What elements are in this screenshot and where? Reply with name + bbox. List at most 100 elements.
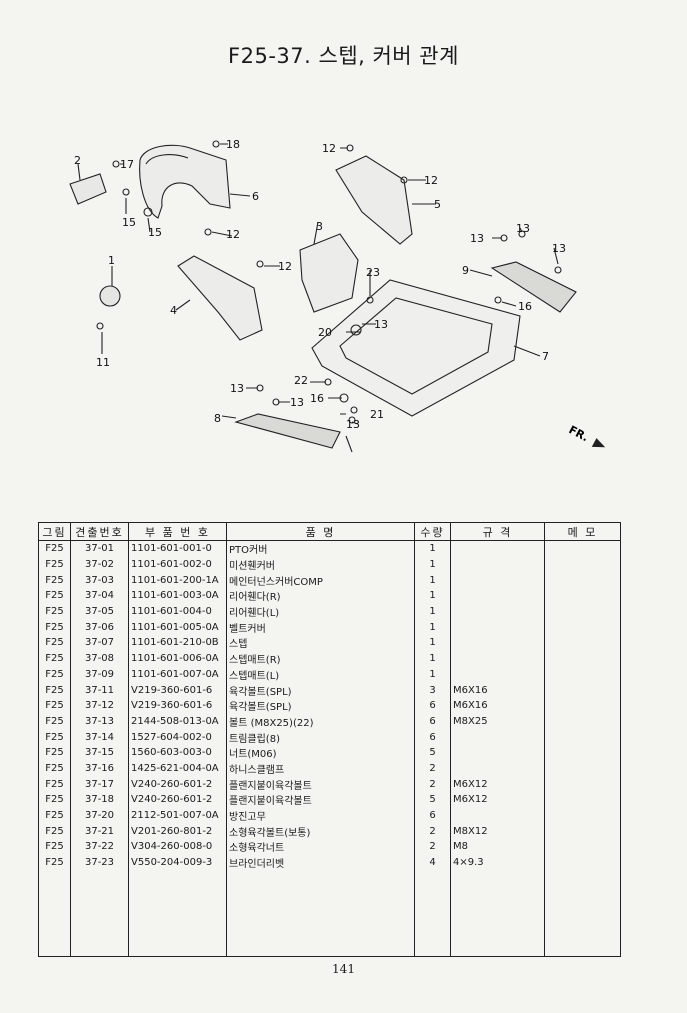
callout-9: 9 [462,264,469,277]
cell-qty: 1 [414,635,451,651]
cell-part: 2112-501-007-0A [128,807,227,824]
callout-8: 8 [214,412,221,425]
cell-qty: 6 [414,729,451,745]
cell-fig: F25 [38,807,71,824]
knob-part [99,285,121,307]
callout-14: 13 [470,232,484,245]
cell-name: 소형육각너트 [226,839,415,855]
step-mat-r-part [490,261,577,313]
cell-num: 37-02 [70,556,129,573]
cell-part: 1101-601-003-0A [128,588,227,604]
cell-spec [450,666,545,683]
rear-fender-l-part [335,155,413,245]
cell-part: 1101-601-006-0A [128,650,227,667]
cell-qty: 1 [414,666,451,683]
cell-name: 플랜지붙이육각볼트 [226,792,415,808]
cell-num: 37-07 [70,635,129,651]
cell-fig: F25 [38,792,71,808]
cell-memo [544,588,621,604]
cell-qty: 4 [414,854,451,871]
cell-part: 1527-604-002-0 [128,729,227,745]
cell-fig: F25 [38,540,71,557]
table-header-row: 그림 견출번호 부 품 번 호 품 명 수량 규 격 메 모 [38,522,621,541]
cell-fig: F25 [38,650,71,667]
direction-arrow-icon [591,438,606,448]
cell-memo [544,854,621,871]
cell-spec: M6X16 [450,697,545,714]
cell-num: 37-20 [70,807,129,824]
callout-12d: 12 [424,174,438,187]
cell-name: 미션휀커버 [226,556,415,573]
cell-spec [450,760,545,777]
cell-num: 37-11 [70,682,129,698]
cell-spec: 4×9.3 [450,854,545,871]
callout-18: 18 [226,138,240,151]
cell-spec [450,556,545,573]
callout-12: 12 [226,228,240,241]
cell-fig: F25 [38,713,71,730]
cell-num: 37-12 [70,697,129,714]
callout-14c: 13 [552,242,566,255]
cell-memo [544,572,621,589]
cell-qty: 5 [414,744,451,761]
callout-14d: 13 [346,418,360,431]
step-part [311,279,521,417]
cell-spec: M8X25 [450,713,545,730]
cell-num: 37-17 [70,776,129,792]
callout-5: 5 [434,198,441,211]
callout-22: 22 [294,374,308,387]
cell-part: 1101-601-005-0A [128,619,227,636]
callout-6: 6 [252,190,259,203]
cell-qty: 3 [414,682,451,698]
callout-16b: 16 [310,392,324,405]
cell-memo [544,650,621,667]
cell-name: 메인터넌스커버COMP [226,572,415,589]
cell-part: 2144-508-013-0A [128,713,227,730]
pto-cover-part [139,144,231,219]
cell-fig: F25 [38,744,71,761]
callout-13: 13 [374,318,388,331]
cell-name: 소형육각볼트(보통) [226,823,415,840]
cell-memo [544,807,621,824]
cell-qty: 1 [414,572,451,589]
cell-part: 1101-601-001-0 [128,540,227,557]
callout-21: 21 [370,408,384,421]
cell-fig: F25 [38,603,71,620]
cell-part: V304-260-008-0 [128,839,227,855]
cell-num: 37-23 [70,854,129,871]
callout-14b: 13 [516,222,530,235]
cell-qty: 5 [414,792,451,808]
cell-part: V201-260-801-2 [128,823,227,840]
cell-name: 벨트커버 [226,619,415,636]
cell-qty: 2 [414,839,451,855]
header-num: 견출번호 [70,522,129,541]
cell-fig: F25 [38,729,71,745]
cell-spec [450,572,545,589]
cell-num: 37-08 [70,650,129,667]
callout-20: 20 [318,326,332,339]
cell-name: PTO커버 [226,540,415,557]
step-mat-l-part [234,413,341,449]
cell-spec: M6X12 [450,776,545,792]
exploded-parts-diagram: 2 17 15 15 18 6 12 3 12 4 12 12 5 13 13 … [69,138,606,453]
cell-memo [544,776,621,792]
cell-memo [544,713,621,730]
cell-memo [544,666,621,683]
cell-fig: F25 [38,839,71,855]
rear-fender-r-part [177,255,263,341]
cell-name: 플랜지붙이육각볼트 [226,776,415,792]
cell-fig: F25 [38,572,71,589]
cell-memo [544,682,621,698]
cell-qty: 1 [414,650,451,667]
callout-17: 17 [120,158,134,171]
